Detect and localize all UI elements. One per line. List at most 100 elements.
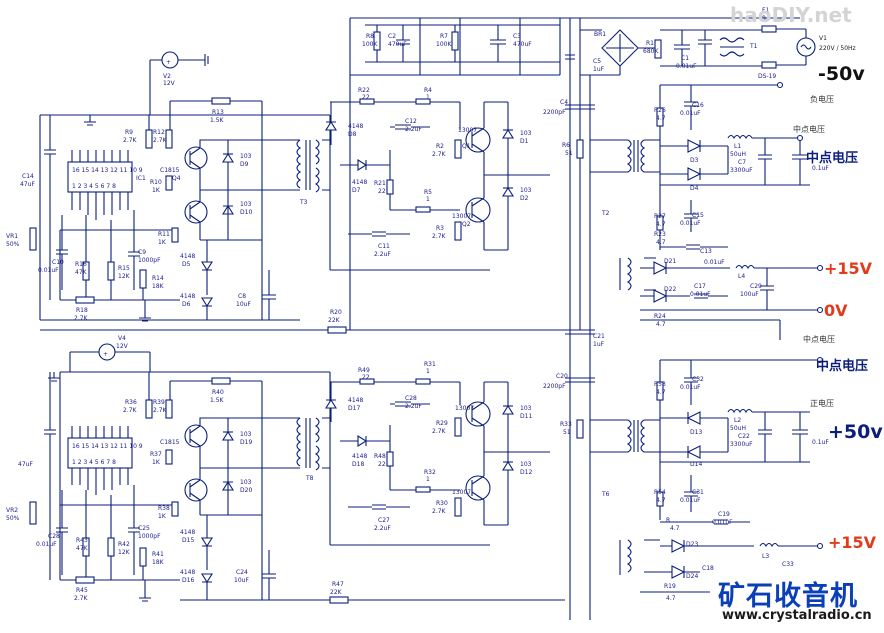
label-r16: R16	[75, 261, 87, 268]
label-r11-val: 1K	[158, 239, 167, 246]
svg-text:16 15 14 13 12 11 10 9: 16 15 14 13 12 11 10 9	[72, 167, 143, 174]
label-r39-val: 2.7K	[153, 407, 168, 414]
label-r22-val: 22	[362, 94, 370, 101]
label-ic1: IC1	[136, 175, 146, 182]
resistor-r9	[145, 129, 153, 149]
diode-d16	[201, 573, 213, 584]
label-r21: R21	[374, 180, 386, 187]
label-d18: D18	[352, 461, 364, 468]
label-c14-val: 47uF	[20, 181, 35, 188]
diode-d8	[325, 120, 337, 131]
label-r10-val: 1K	[152, 187, 161, 194]
label-r9: R9	[125, 129, 133, 136]
label-r8: R8	[366, 33, 374, 40]
label-c8-val: 10uF	[236, 301, 251, 308]
label-vr1-val: 50%	[6, 241, 20, 248]
label-r4: R4	[424, 87, 432, 94]
label-c28b: C28	[405, 395, 417, 402]
label-c9-val: 1000pF	[138, 257, 161, 264]
label-c32-val: 0.01uF	[680, 384, 701, 391]
label-c6-val: 0.1uF	[812, 165, 829, 172]
label-d4: D4	[690, 185, 699, 192]
label-c20-val: 2200pF	[543, 383, 566, 390]
label-r54: R54	[654, 489, 666, 496]
label-r31: R31	[424, 361, 436, 368]
label-r16-val: 47K	[75, 269, 88, 276]
label-v2: V2	[163, 73, 171, 80]
terminal-mid-top	[796, 134, 804, 142]
resistor-r45	[75, 576, 95, 584]
label-d8: D8	[348, 131, 357, 138]
mains-section: R8 100K C2 470uF R7 100K C3 470uF BR1 R1…	[349, 7, 856, 330]
label-r32: R32	[424, 469, 436, 476]
label-c32: C32	[692, 376, 704, 383]
label-q-lower: C1815	[160, 439, 180, 446]
diode-d6	[201, 297, 213, 308]
watermark-text: haoDIY.net	[730, 3, 852, 27]
label-l4: L4	[738, 273, 745, 280]
resistor-r47	[329, 596, 349, 604]
resistor-r14	[139, 269, 147, 289]
label-ds19: DS-19	[758, 73, 776, 80]
label-d1-type: 103	[520, 130, 532, 137]
label-r45-val: 2.7K	[74, 595, 89, 602]
label-r20-val: 22K	[328, 317, 341, 324]
label-r36-val: 2.7K	[123, 407, 138, 414]
label-r19: R19	[664, 583, 676, 590]
potentiometer-vr1	[29, 227, 37, 251]
label-c16-val: 0.01uF	[680, 110, 701, 117]
diode-d11	[502, 404, 514, 415]
bottom-output-stage: T6 R53 4.7 C32 0.01uF D13 D14 L2 50uH C2…	[590, 356, 829, 602]
label-v1-spec: 220V / 50Hz	[819, 45, 856, 52]
label-c23-val: 0.1uF	[812, 439, 829, 446]
label-q1-type: 13007	[458, 127, 477, 134]
label-d5: D5	[182, 261, 191, 268]
label-c17-val: 0.01uF	[690, 291, 711, 298]
label-c27-val: 2.2uF	[374, 525, 391, 532]
label-br1: BR1	[594, 31, 606, 38]
resistor-r48	[386, 451, 394, 467]
label-mid-big-1: 中点电压	[806, 150, 858, 166]
label-t1: T1	[749, 43, 758, 50]
label-v1: V1	[819, 35, 827, 42]
diode-d18	[357, 435, 368, 447]
label-r32-val: 1	[426, 476, 430, 483]
label-q-top: C1815	[160, 167, 180, 174]
label-c21-val: 1uF	[593, 341, 605, 348]
label-r37: R37	[150, 451, 162, 458]
resistor-r39	[165, 399, 173, 419]
label-c10-val: 0.01uF	[38, 267, 59, 274]
label-r12: R12	[153, 129, 165, 136]
label-l1: L1	[734, 143, 741, 150]
label-r-bot-val: 4.7	[670, 525, 680, 532]
rail-labels: -50v 负电压 中点电压 中点电压 +15V 0V 中点电压 中点电压 正电压…	[793, 63, 883, 552]
label-t2: T2	[601, 210, 610, 217]
label-c10: C10	[52, 259, 64, 266]
label-vr1: VR1	[6, 233, 18, 240]
label-l2: L2	[734, 417, 741, 424]
terminal-pos15-top	[816, 264, 824, 272]
label-r38: R38	[158, 505, 170, 512]
label-c2: C2	[388, 33, 396, 40]
resistor-r37	[165, 449, 173, 465]
label-r-bot: R	[666, 517, 670, 524]
label-r53-val: 4.7	[656, 389, 666, 396]
resistor-r21	[386, 179, 394, 195]
label-r29: R29	[436, 420, 448, 427]
label-v4: V4	[118, 335, 126, 342]
label-d20-type: 103	[240, 479, 252, 486]
label-r49: R49	[358, 367, 370, 374]
label-neg-voltage: 负电压	[810, 94, 834, 104]
label-d1: D1	[520, 138, 529, 145]
label-c24: C24	[236, 569, 248, 576]
label-v4-val: 12V	[116, 343, 129, 350]
diode-d14	[686, 445, 701, 459]
label-mid-small-1: 中点电压	[793, 124, 825, 134]
label-r27-val: 4.7	[656, 221, 666, 228]
label-q1: Q1	[462, 143, 471, 150]
label-d11: D11	[520, 413, 532, 420]
terminal-zero	[816, 306, 824, 314]
label-d22: D22	[664, 286, 676, 293]
svg-text:16 15 14 13 12 11 10 9: 16 15 14 13 12 11 10 9	[72, 443, 143, 450]
label-r36: R36	[125, 399, 137, 406]
